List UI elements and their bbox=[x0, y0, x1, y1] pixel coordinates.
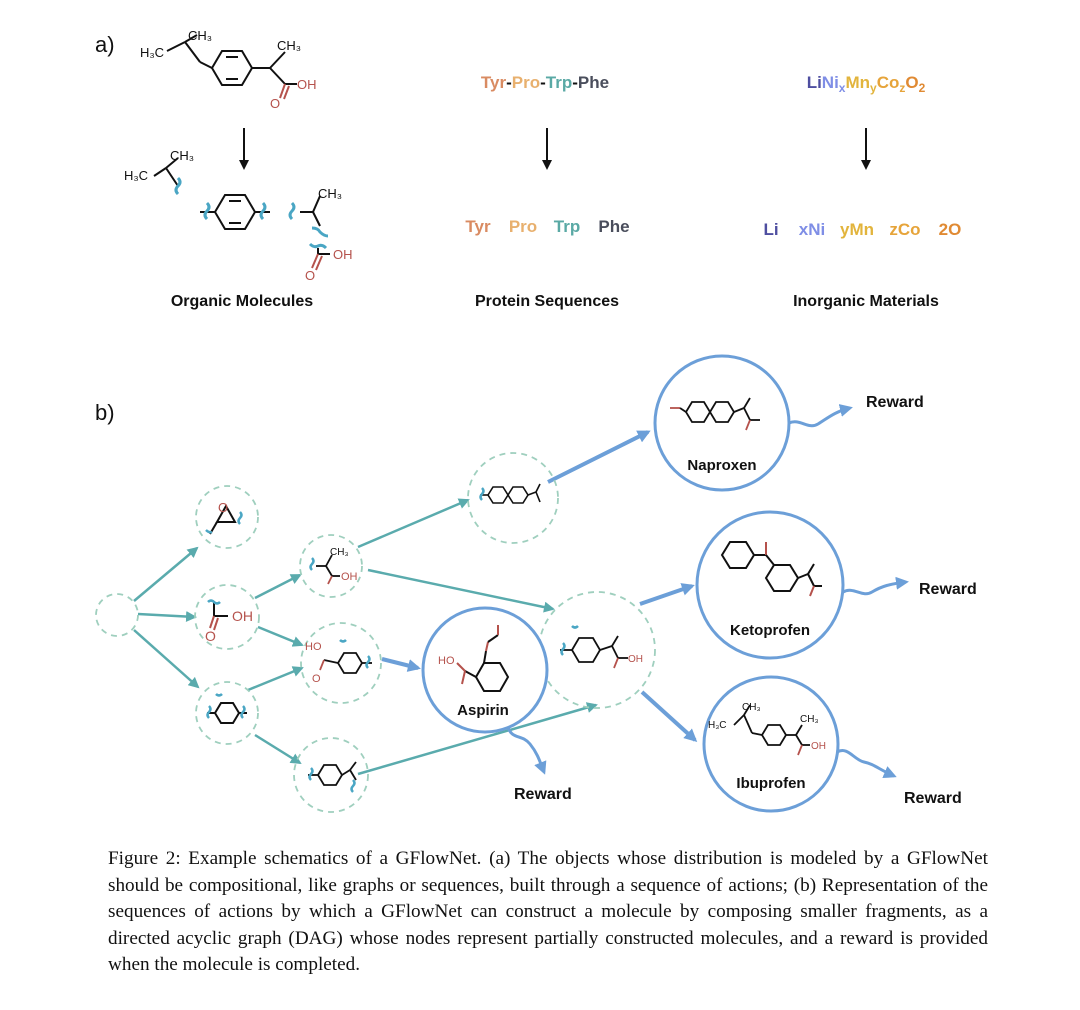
residue-trp: Trp bbox=[546, 73, 572, 92]
reward-label: Reward bbox=[866, 394, 924, 411]
reward-label: Reward bbox=[904, 790, 962, 807]
o-label: O bbox=[218, 500, 228, 515]
bond-break-marks bbox=[309, 557, 315, 571]
ch3-label: CH₃ bbox=[318, 186, 342, 201]
benzoic-fragment bbox=[319, 652, 372, 674]
phenylpropanoic-fragment bbox=[560, 635, 628, 669]
organic-molecules-title: Organic Molecules bbox=[171, 293, 313, 310]
node-benzene bbox=[195, 681, 259, 745]
oh-label: OH bbox=[232, 608, 253, 624]
h3c-label: H₃C bbox=[124, 168, 148, 183]
naphthyl-fragment bbox=[480, 483, 541, 504]
o-label: O bbox=[305, 268, 315, 283]
reward-label: Reward bbox=[514, 786, 572, 803]
o-label: O bbox=[312, 673, 321, 685]
figure-caption: Figure 2: Example schematics of a GFlowN… bbox=[108, 848, 988, 976]
bond-break-marks bbox=[308, 767, 356, 793]
bond-break-marks bbox=[339, 639, 371, 669]
o-label: O bbox=[205, 628, 216, 644]
oh-label: OH bbox=[628, 654, 643, 665]
oh-label: OH bbox=[333, 247, 353, 262]
oh-label: OH bbox=[811, 741, 826, 752]
ch3-label: CH₃ bbox=[188, 28, 212, 43]
carboxyl-fragment bbox=[209, 602, 228, 631]
inorganic-fragment-xni: xNi bbox=[799, 220, 825, 239]
reward-label: Reward bbox=[919, 581, 977, 598]
bond-break-marks bbox=[174, 176, 329, 250]
node-phenylethyl bbox=[293, 737, 369, 813]
naproxen-label: Naproxen bbox=[687, 457, 756, 474]
o-label: O bbox=[270, 96, 280, 111]
bond-break-marks bbox=[560, 625, 579, 656]
product-edges bbox=[381, 430, 698, 743]
ibuprofen-node bbox=[702, 675, 840, 813]
dag-edges bbox=[133, 498, 598, 776]
residue-tyr: Tyr bbox=[481, 73, 507, 92]
node-epoxide bbox=[195, 485, 259, 549]
inorganic-fragment-2o: 2O bbox=[939, 220, 962, 239]
h3c-label: H₃C bbox=[140, 45, 164, 60]
node-benzoic bbox=[300, 622, 382, 704]
residue-pro: Pro bbox=[512, 73, 540, 92]
ketoprofen-structure bbox=[720, 541, 822, 597]
oh-label: OH bbox=[341, 571, 358, 583]
root-node bbox=[95, 593, 139, 637]
protein-fragment-trp: Trp bbox=[554, 217, 580, 236]
ho-label: HO bbox=[438, 655, 455, 667]
phenylethyl-fragment bbox=[308, 761, 357, 786]
h3c-label: H₃C bbox=[708, 720, 727, 731]
protein-fragment-tyr: Tyr bbox=[465, 217, 491, 236]
ibuprofen-structure bbox=[733, 704, 810, 756]
ch3-label: CH₃ bbox=[170, 148, 194, 163]
ketoprofen-label: Ketoprofen bbox=[730, 622, 810, 639]
panel-a-label: a) bbox=[95, 32, 115, 57]
protein-fragment-pro: Pro bbox=[509, 217, 537, 236]
oh-label: OH bbox=[297, 77, 317, 92]
protein-fragment-phe: Phe bbox=[598, 217, 629, 236]
ch3-label: CH₃ bbox=[330, 547, 349, 558]
aspirin-label: Aspirin bbox=[457, 702, 509, 719]
protein-sequence: Tyr-Pro-Trp-Phe bbox=[481, 73, 609, 92]
aspirin-structure bbox=[456, 625, 510, 692]
inorganic-fragment-zco: zCo bbox=[889, 220, 920, 239]
inorganic-fragment-ymn: yMn bbox=[840, 220, 874, 239]
protein-sequences-title: Protein Sequences bbox=[475, 293, 619, 310]
reward-arrows bbox=[506, 404, 909, 779]
node-carboxyl bbox=[194, 584, 260, 650]
node-propanoic bbox=[299, 534, 363, 598]
panel-b-label: b) bbox=[95, 400, 115, 425]
ibuprofen-fragments bbox=[153, 157, 330, 271]
inorganic-formula: LiNixMnyCozO2 bbox=[807, 73, 926, 95]
aspirin-node bbox=[421, 606, 549, 734]
ch3-label: CH₃ bbox=[800, 714, 819, 725]
residue-phe: Phe bbox=[578, 73, 609, 92]
bond-break-marks bbox=[207, 599, 221, 605]
node-phenylpropanoic bbox=[538, 591, 656, 709]
naproxen-structure bbox=[670, 397, 760, 431]
ho-label: HO bbox=[305, 641, 322, 653]
bond-break-marks bbox=[479, 487, 485, 501]
product-nodes bbox=[421, 354, 845, 813]
dag-nodes bbox=[95, 452, 656, 813]
inorganic-materials-title: Inorganic Materials bbox=[793, 293, 939, 310]
propanoic-fragment bbox=[316, 554, 340, 585]
ch3-label: CH₃ bbox=[277, 38, 301, 53]
node-naphthyl bbox=[467, 452, 559, 544]
ibuprofen-structure-top bbox=[166, 34, 297, 100]
bond-break-marks bbox=[206, 693, 246, 719]
ch3-label: CH₃ bbox=[742, 702, 761, 713]
bond-break-marks bbox=[205, 511, 243, 534]
inorganic-fragment-li: Li bbox=[763, 220, 778, 239]
ibuprofen-label: Ibuprofen bbox=[736, 775, 805, 792]
